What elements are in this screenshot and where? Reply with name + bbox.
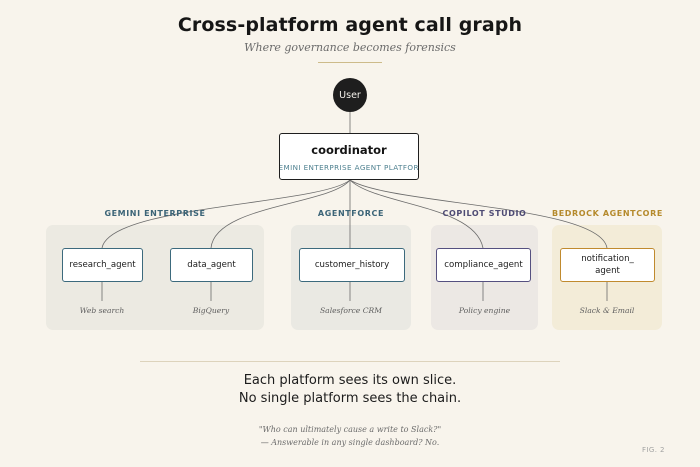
coordinator-node: coordinator GEMINI ENTERPRISE AGENT PLAT…: [279, 133, 419, 180]
platform-label-copilot-studio: COPILOT STUDIO: [442, 209, 527, 218]
closing-quote: "Who can ultimately cause a write to Sla…: [0, 423, 700, 449]
agent-node-data-agent: data_agent: [170, 248, 253, 282]
tool-caption-web-search: Web search: [79, 306, 125, 315]
edge-coordinator-notification-agent: [349, 179, 608, 249]
agent-node-research-agent: research_agent: [62, 248, 143, 282]
agent-node-customer-history: customer_history: [299, 248, 405, 282]
quote-line-2: — Answerable in any single dashboard? No…: [260, 438, 440, 447]
page-title: Cross-platform agent call graph: [177, 14, 523, 36]
tagline-line-1: Each platform sees its own slice.: [243, 373, 457, 388]
notification-agent-label-line2: agent: [595, 266, 620, 276]
coordinator-platform: GEMINI ENTERPRISE AGENT PLATFORM: [279, 163, 419, 172]
coordinator-name: coordinator: [311, 143, 387, 157]
platform-label-gemini-enterprise: GEMINI ENTERPRISE: [104, 209, 206, 218]
title-divider: [318, 62, 382, 63]
agent-node-compliance-agent: compliance_agent: [436, 248, 531, 282]
tool-caption-policy-engine: Policy engine: [458, 306, 511, 315]
platform-label-agentforce: AGENTFORCE: [317, 209, 385, 218]
user-node: User: [333, 78, 367, 112]
tool-caption-slack-email: Slack & Email: [579, 306, 635, 315]
figure-label: FIG. 2: [642, 446, 665, 454]
platform-label-bedrock-agentcore: BEDROCK AGENTCORE: [552, 209, 663, 218]
notification-agent-label-line1: notification_: [581, 254, 634, 264]
page-subtitle: Where governance becomes forensics: [244, 41, 456, 54]
edge-coordinator-compliance-agent: [349, 179, 484, 249]
edge-coordinator-research-agent: [101, 179, 351, 249]
tagline-line-2: No single platform sees the chain.: [238, 391, 462, 406]
agent-node-notification-agent: notification_ agent: [560, 248, 655, 282]
quote-line-1: "Who can ultimately cause a write to Sla…: [258, 425, 442, 434]
tagline: Each platform sees its own slice. No sin…: [0, 372, 700, 408]
tool-caption-salesforce-crm: Salesforce CRM: [319, 306, 383, 315]
tool-caption-bigquery: BigQuery: [192, 306, 230, 315]
section-divider: [140, 361, 560, 362]
edge-coordinator-data-agent: [210, 179, 351, 249]
